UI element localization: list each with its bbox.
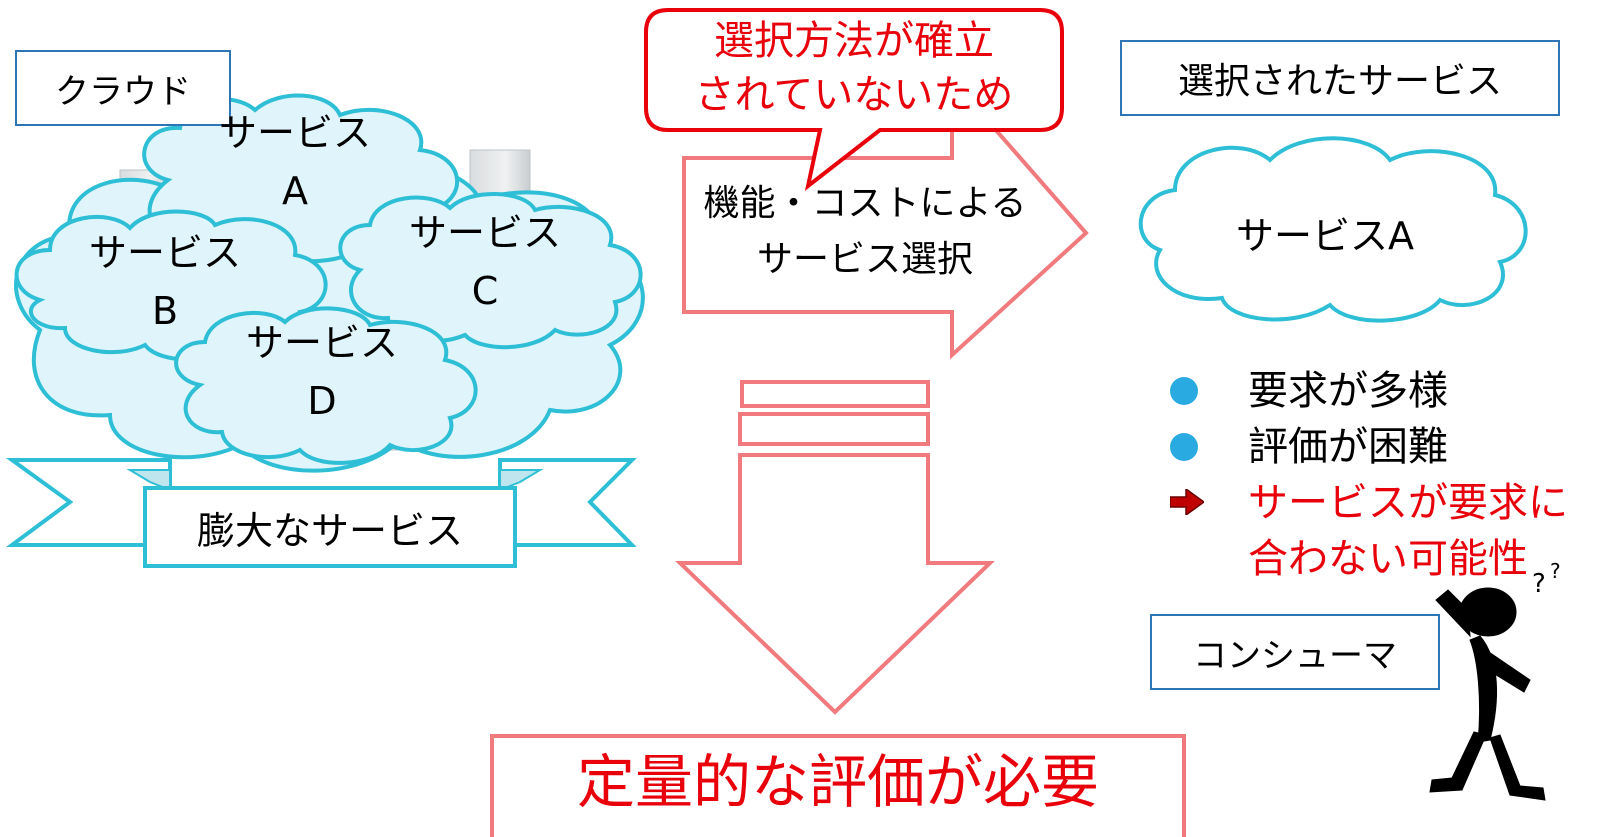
cloud-label: クラウド [15, 50, 231, 126]
callout-text: 選択方法が確立 されていないため [694, 18, 1014, 118]
svg-text:?: ? [1532, 569, 1546, 599]
consumer-label: コンシューマ [1150, 614, 1440, 690]
dot-icon [1170, 433, 1198, 461]
svg-text:?: ? [1550, 559, 1561, 583]
bullet-marker [1160, 419, 1248, 461]
bullet-marker [1160, 475, 1248, 515]
selected-services-label-text: 選択されたサービス [1177, 61, 1502, 102]
service-a-label: サービス A [218, 111, 371, 213]
issue-item-hard-evaluation: 評価が困難 [1160, 419, 1600, 475]
down-arrow [675, 380, 995, 715]
conclusion-text: 定量的な評価が必要 [576, 748, 1099, 816]
service-b-label: サービス B [88, 231, 241, 333]
consumer-label-text: コンシューマ [1193, 635, 1397, 676]
callout-bubble [644, 8, 1064, 191]
bullet-marker [1160, 363, 1248, 405]
service-c-label: サービス C [408, 211, 561, 313]
selected-services-label: 選択されたサービス [1120, 40, 1560, 116]
dot-icon [1170, 377, 1198, 405]
selection-arrow [682, 74, 1089, 360]
cloud-shape-service-d [174, 306, 478, 465]
issue-item-diverse-requirements: 要求が多様 [1160, 363, 1600, 419]
issue-text: 評価が困難 [1248, 424, 1448, 470]
issue-list: 要求が多様 評価が困難 サービスが要求に 合わない可能性 [1160, 363, 1600, 587]
issue-text: 要求が多様 [1248, 368, 1448, 414]
issue-text: サービスが要求に 合わない可能性 [1248, 480, 1568, 582]
ribbon-label: 膨大なサービス [196, 508, 463, 553]
selected-service-text: サービスA [1236, 214, 1414, 258]
ribbon-banner [5, 458, 637, 568]
issue-item-mismatch-risk: サービスが要求に 合わない可能性 [1160, 475, 1600, 587]
service-d-label: サービス D [245, 321, 398, 423]
thinking-person-icon: ? ? [1429, 559, 1561, 801]
conclusion-box-outline [490, 734, 1186, 837]
arrow-icon [1170, 489, 1204, 515]
cloud-label-text: クラウド [55, 71, 191, 112]
selection-arrow-label: 機能・コストによる サービス選択 [703, 183, 1027, 280]
cloud-shape-selected [1138, 136, 1528, 323]
